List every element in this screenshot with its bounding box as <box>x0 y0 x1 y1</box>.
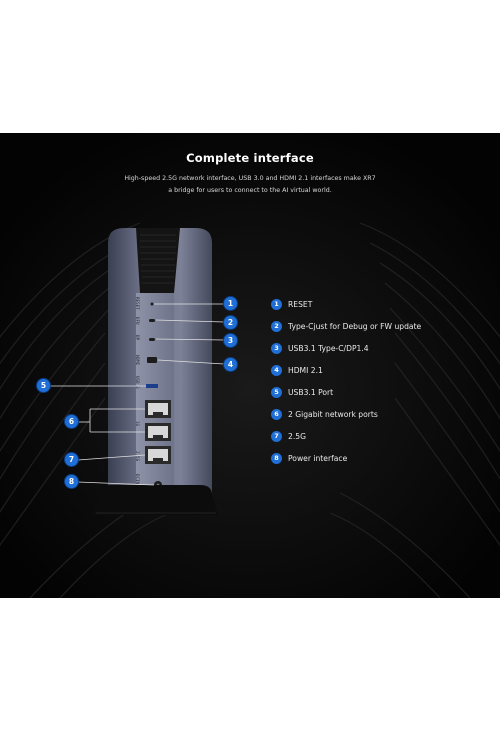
legend-item-power: 8 Power interface <box>271 452 347 464</box>
legend-number: 2 <box>271 320 282 332</box>
callout-2: 2 <box>224 316 237 329</box>
callout-3: 3 <box>224 334 237 347</box>
background-waves <box>0 133 500 598</box>
legend-number: 4 <box>271 364 282 376</box>
legend-item-type-c-debug: 2 Type-Cjust for Debug or FW update <box>271 320 421 332</box>
product-banner: Complete interface High-speed 2.5G netwo… <box>0 133 500 598</box>
legend-item-hdmi: 4 HDMI 2.1 <box>271 364 323 376</box>
label-usb: USB 3 <box>135 376 140 389</box>
legend-number: 6 <box>271 408 282 420</box>
subtitle-line-1: High-speed 2.5G network interface, USB 3… <box>124 175 376 182</box>
callout-7: 7 <box>65 453 78 466</box>
callout-1: 1 <box>224 297 237 310</box>
device-illustration <box>50 228 225 515</box>
banner-title: Complete interface <box>186 151 314 165</box>
legend-label: USB3.1 Type-C/DP1.4 <box>288 343 369 353</box>
legend-number: 8 <box>271 452 282 464</box>
legend-number: 1 <box>271 298 282 310</box>
legend-label: Type-Cjust for Debug or FW update <box>288 321 422 331</box>
subtitle-line-2: a bridge for users to connect to the AI … <box>168 187 332 194</box>
label-dfu: DFU <box>135 317 140 325</box>
legend-item-usb-type-c-dp: 3 USB3.1 Type-C/DP1.4 <box>271 342 369 354</box>
label-hdmi: HDMI <box>135 355 140 366</box>
legend-label: 2 Gigabit network ports <box>288 409 378 419</box>
callout-8: 8 <box>65 475 78 488</box>
legend-item-2-5g: 7 2.5G <box>271 430 306 442</box>
banner-subtitle: High-speed 2.5G network interface, USB 3… <box>80 173 420 197</box>
callout-4: 4 <box>224 358 237 371</box>
label-wan: 2.5G <box>135 451 140 462</box>
legend-number: 7 <box>271 430 282 442</box>
legend-number: 3 <box>271 342 282 354</box>
legend-label: 2.5G <box>288 431 306 441</box>
legend-item-usb-port: 5 USB3.1 Port <box>271 386 333 398</box>
label-dcin: DCIN <box>135 474 140 485</box>
legend-item-gigabit-ports: 6 2 Gigabit network ports <box>271 408 378 420</box>
legend-number: 5 <box>271 386 282 398</box>
label-dp: DP <box>135 335 140 341</box>
legend-label: HDMI 2.1 <box>288 365 323 375</box>
label-lan: 1G <box>135 421 140 427</box>
label-reset: RESET <box>135 297 140 310</box>
callout-6: 6 <box>65 415 78 428</box>
legend-item-reset: 1 RESET <box>271 298 312 310</box>
callout-5: 5 <box>37 379 50 392</box>
legend-label: RESET <box>288 299 313 309</box>
legend-label: Power interface <box>288 453 348 463</box>
legend-label: USB3.1 Port <box>288 387 334 397</box>
